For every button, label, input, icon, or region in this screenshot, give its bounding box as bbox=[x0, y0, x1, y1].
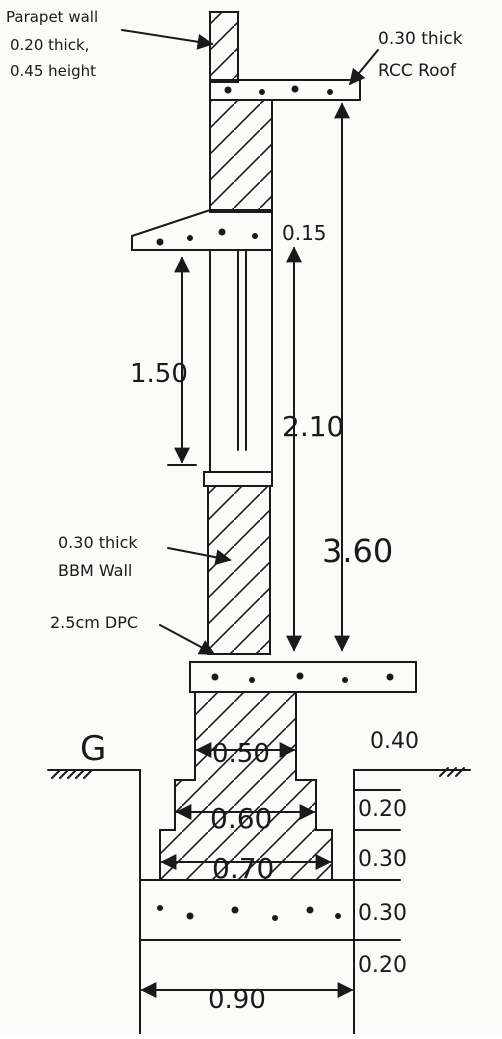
label-wall: 0.30 thick BBM Wall bbox=[58, 533, 138, 580]
dim-widths bbox=[140, 742, 354, 998]
dim-door-label: 2.10 bbox=[282, 410, 344, 443]
dim-storey-label: 3.60 bbox=[322, 532, 393, 570]
dim-base-depth: 0.20 bbox=[358, 953, 407, 978]
window-opening bbox=[203, 249, 273, 487]
bbm-wall-lower bbox=[207, 485, 271, 655]
dim-step1-depth: 0.20 bbox=[358, 797, 407, 822]
dim-step3-depth: 0.30 bbox=[358, 901, 407, 926]
dim-lintel-label: 0.15 bbox=[282, 221, 327, 245]
depth-scale bbox=[353, 789, 401, 941]
dim-window-label: 1.50 bbox=[130, 359, 188, 389]
dim-step2-width: 0.60 bbox=[210, 802, 272, 835]
dim-step1-width: 0.50 bbox=[212, 739, 270, 769]
floor-slab bbox=[189, 661, 417, 693]
dim-plinth-label: 0.40 bbox=[370, 729, 419, 754]
dim-step3-width: 0.70 bbox=[212, 852, 274, 885]
dpc-label: 2.5cm DPC bbox=[50, 613, 138, 632]
dim-window bbox=[167, 256, 197, 466]
lintel-sunshade bbox=[131, 209, 273, 251]
ground-label: G bbox=[80, 729, 106, 769]
label-roof: 0.30 thick RCC Roof bbox=[378, 29, 463, 81]
wall-label-1: 0.30 thick bbox=[58, 533, 138, 552]
wall-label-2: BBM Wall bbox=[58, 561, 132, 580]
ground-line-right bbox=[353, 767, 471, 1035]
label-parapet: Parapet wall 0.20 thick, 0.45 height bbox=[6, 8, 98, 80]
dim-step2-depth: 0.30 bbox=[358, 847, 407, 872]
parapet-label-1: Parapet wall bbox=[6, 8, 98, 26]
bbm-wall-upper bbox=[209, 99, 273, 213]
ground-line-left bbox=[47, 769, 141, 1035]
leader-lines bbox=[121, 29, 379, 655]
rcc-roof-slab bbox=[209, 79, 361, 101]
roof-label-2: RCC Roof bbox=[378, 61, 457, 81]
roof-label-1: 0.30 thick bbox=[378, 29, 463, 49]
parapet-label-2: 0.20 thick, bbox=[10, 36, 89, 54]
parapet-label-3: 0.45 height bbox=[10, 62, 96, 80]
dim-base-width: 0.90 bbox=[208, 985, 266, 1015]
parapet-wall bbox=[209, 11, 239, 83]
